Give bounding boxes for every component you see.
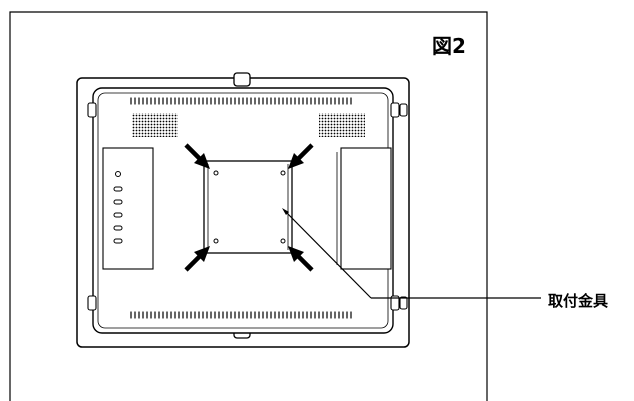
top-vent-slots	[130, 97, 352, 105]
callout-arrowhead	[282, 208, 289, 215]
page-frame	[9, 11, 488, 401]
control-buttons	[113, 186, 123, 244]
callout-label: 取付金具	[548, 292, 609, 310]
corner-clips	[87, 102, 408, 311]
mounting-screw-holes	[213, 170, 286, 244]
figure-label: 図2	[432, 34, 466, 58]
corner-arrows	[184, 143, 314, 272]
left-speaker-grille	[132, 113, 178, 137]
right-connector-panel	[340, 147, 392, 270]
right-speaker-grille	[319, 113, 365, 137]
power-led	[115, 171, 121, 177]
bottom-vent-slots	[130, 311, 352, 319]
left-control-panel	[102, 147, 154, 270]
mounting-bracket	[203, 160, 293, 254]
top-tab	[233, 72, 251, 87]
callout-leader	[284, 210, 541, 299]
